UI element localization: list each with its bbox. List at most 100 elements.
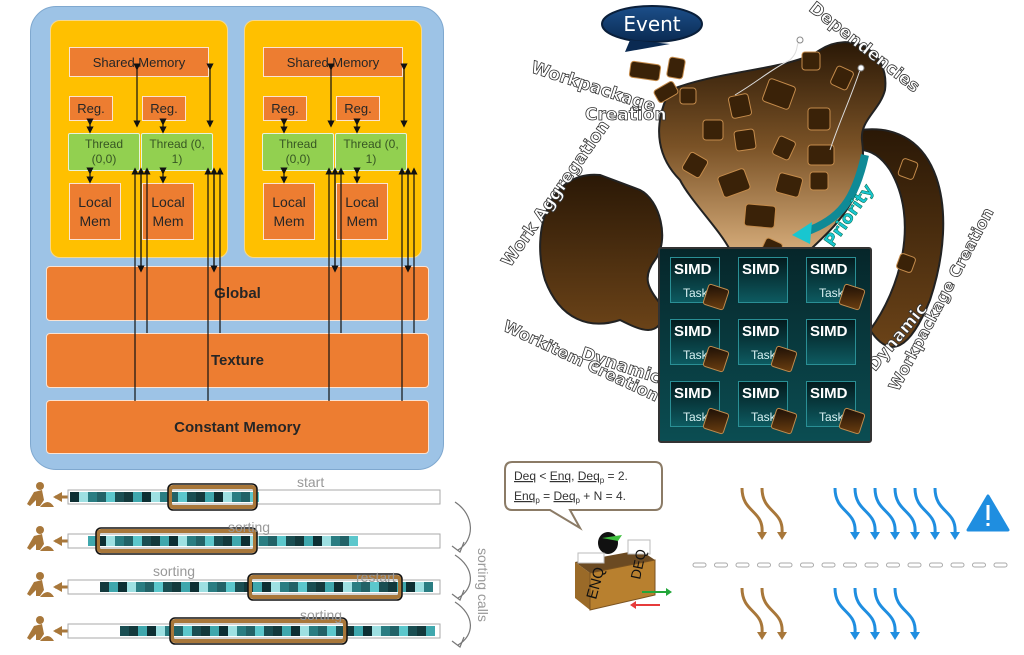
array-cell [349,536,358,546]
sorting-calls-label: sorting calls [475,548,491,622]
thread-label: Thread (0, [149,137,205,151]
workpackage-chips [628,51,919,273]
array-cell [345,626,354,636]
sort-window [96,529,257,553]
array-cell [124,492,133,502]
array-cell [217,582,226,592]
array-cell [115,536,124,546]
array-cell [214,492,223,502]
task-chip [702,407,730,435]
array-cell [408,626,417,636]
counter-front [575,562,590,610]
thread-arrow [740,487,764,534]
thread-label: Thread (0, [343,137,399,151]
array-cell [133,492,142,502]
thread-index: 1) [171,152,183,166]
array-cell [232,492,241,502]
array-cell [363,626,372,636]
array-cell [336,626,345,636]
array-cell [138,626,147,636]
array-cell [424,582,433,592]
array-cell [307,582,316,592]
array-cell [262,582,271,592]
array-cell [208,582,217,592]
array-cell [316,582,325,592]
event-label: Event [623,12,680,36]
array-cell [340,536,349,546]
speech-bubble [504,461,663,531]
array-cell [97,536,106,546]
array-cell [181,582,190,592]
simd-label: SIMD [674,261,712,278]
array-cell [187,492,196,502]
mem-label: Mem [346,212,378,229]
array-cell [226,582,235,592]
array-cell [169,492,178,502]
array-cell [190,582,199,592]
array-cell [178,492,187,502]
thread-block: Shared Memory Reg. Reg. Thread(0,0) Thre… [244,20,422,258]
flow-arrows [630,588,672,609]
array-cell [399,626,408,636]
array-cell [354,626,363,636]
array-cell [88,492,97,502]
array-cell [196,536,205,546]
array-cell [196,492,205,502]
thread-arrow [933,487,957,534]
array-cell [127,582,136,592]
sorting-label: sorting [300,607,342,623]
task-chip [770,407,798,435]
thread-arrow [893,487,917,534]
task-chip [838,283,866,311]
local-label: Local [151,193,185,210]
start-label: start [297,474,324,490]
task-scheduler-diagram: Event Workpackage Creation Dependencies … [497,0,998,406]
paper-stack [627,539,651,555]
array-cell [163,582,172,592]
array-cell [334,582,343,592]
thread-arrow [760,587,784,634]
simd-label: SIMD [810,323,848,340]
array-cell [118,582,127,592]
array-cell [415,582,424,592]
deq-label: DEQ [627,548,649,581]
array-cell [88,536,97,546]
task-chip [702,283,730,311]
array-cell [160,536,169,546]
divider-dashed-line [692,562,1008,568]
array-cell [300,626,309,636]
right-loop-shape [859,128,945,348]
array-cell [160,492,169,502]
simd-unit: SIMD [806,319,856,365]
dependency-line [734,39,801,96]
array-cell [151,536,160,546]
array-cell [106,536,115,546]
thread-index: (0,0) [91,152,117,166]
array-cell [381,626,390,636]
array-cell [172,582,181,592]
worker-icon [27,526,54,551]
array-cell [183,626,192,636]
workpackage-creation-label-line2: Creation [585,105,667,125]
array-cell [325,582,334,592]
array-cell [255,626,264,636]
queue-diagram: Deq < Enq, Deqp = 2. Enqp = Deqp + N = 4… [504,461,672,611]
texture-memory-box: Texture [46,333,429,388]
array-cell [352,582,361,592]
task-chip [838,407,866,435]
memory-access-arrows [86,63,418,401]
counter-top [575,550,655,573]
array-cell [201,626,210,636]
thread-box: Thread(0,0) [68,133,140,171]
array-cell [406,582,415,592]
array-cell [100,582,109,592]
array-cell [379,582,388,592]
array-cell [304,536,313,546]
thread-arrow [853,487,877,534]
thread-arrow [873,587,897,634]
